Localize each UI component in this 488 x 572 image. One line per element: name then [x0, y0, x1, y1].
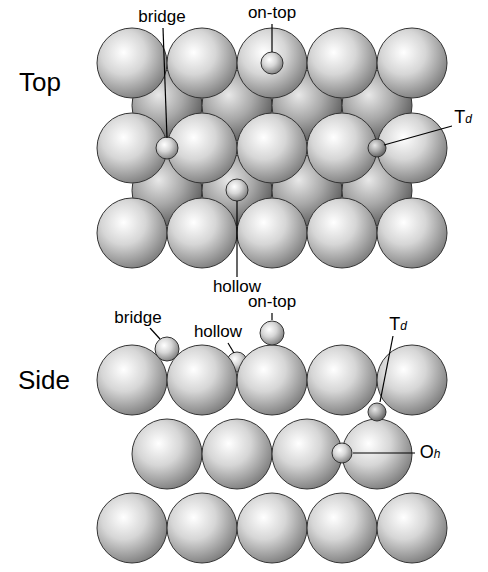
bulk-atom — [272, 419, 342, 489]
bulk-atom — [132, 419, 202, 489]
bulk-atom — [97, 493, 167, 563]
bulk-atom — [307, 493, 377, 563]
site-label: Td — [387, 315, 409, 335]
surface-atom — [377, 113, 447, 183]
surface-atom — [237, 113, 307, 183]
site-label: Oh — [418, 443, 443, 463]
surface-atom — [307, 28, 377, 98]
site-label: on-top — [246, 293, 298, 312]
leader-line — [236, 201, 237, 277]
site-label: Td — [452, 108, 474, 128]
surface-atom — [167, 198, 237, 268]
adsorbate-atom — [260, 321, 284, 345]
surface-atom — [167, 28, 237, 98]
adsorbate-atom — [156, 137, 178, 159]
leader-line — [150, 328, 160, 339]
bulk-atom — [237, 493, 307, 563]
surface-atom — [377, 345, 447, 415]
leader-line — [353, 452, 415, 453]
leader-line — [163, 28, 167, 138]
surface-atom — [377, 198, 447, 268]
leader-line — [380, 336, 393, 402]
bulk-atom — [167, 493, 237, 563]
bulk-atom — [202, 419, 272, 489]
surface-atom — [97, 198, 167, 268]
adsorbate-atom — [368, 403, 386, 421]
view-label: Side — [16, 366, 72, 395]
bulk-atom — [342, 419, 412, 489]
bulk-atom — [377, 493, 447, 563]
site-label: on-top — [246, 4, 298, 23]
surface-atom — [237, 198, 307, 268]
adsorbate-atom — [155, 337, 179, 361]
surface-atom — [377, 28, 447, 98]
surface-atom — [307, 198, 377, 268]
surface-atom — [97, 28, 167, 98]
adsorbate-atom — [332, 443, 352, 463]
adsorbate-atom — [226, 179, 248, 201]
site-label: hollow — [192, 323, 244, 342]
leader-line — [384, 126, 452, 145]
leader-line — [228, 343, 234, 353]
leader-line — [271, 313, 272, 320]
view-label: Top — [17, 68, 63, 97]
surface-atom — [237, 345, 307, 415]
leader-line — [271, 24, 272, 52]
site-label: bridge — [136, 8, 187, 27]
leader-lines — [150, 24, 452, 453]
surface-atom — [307, 345, 377, 415]
adsorbate-atom — [261, 52, 283, 74]
adsorbate-atom — [368, 139, 386, 157]
surface-atom — [307, 113, 377, 183]
site-label: bridge — [112, 309, 163, 328]
